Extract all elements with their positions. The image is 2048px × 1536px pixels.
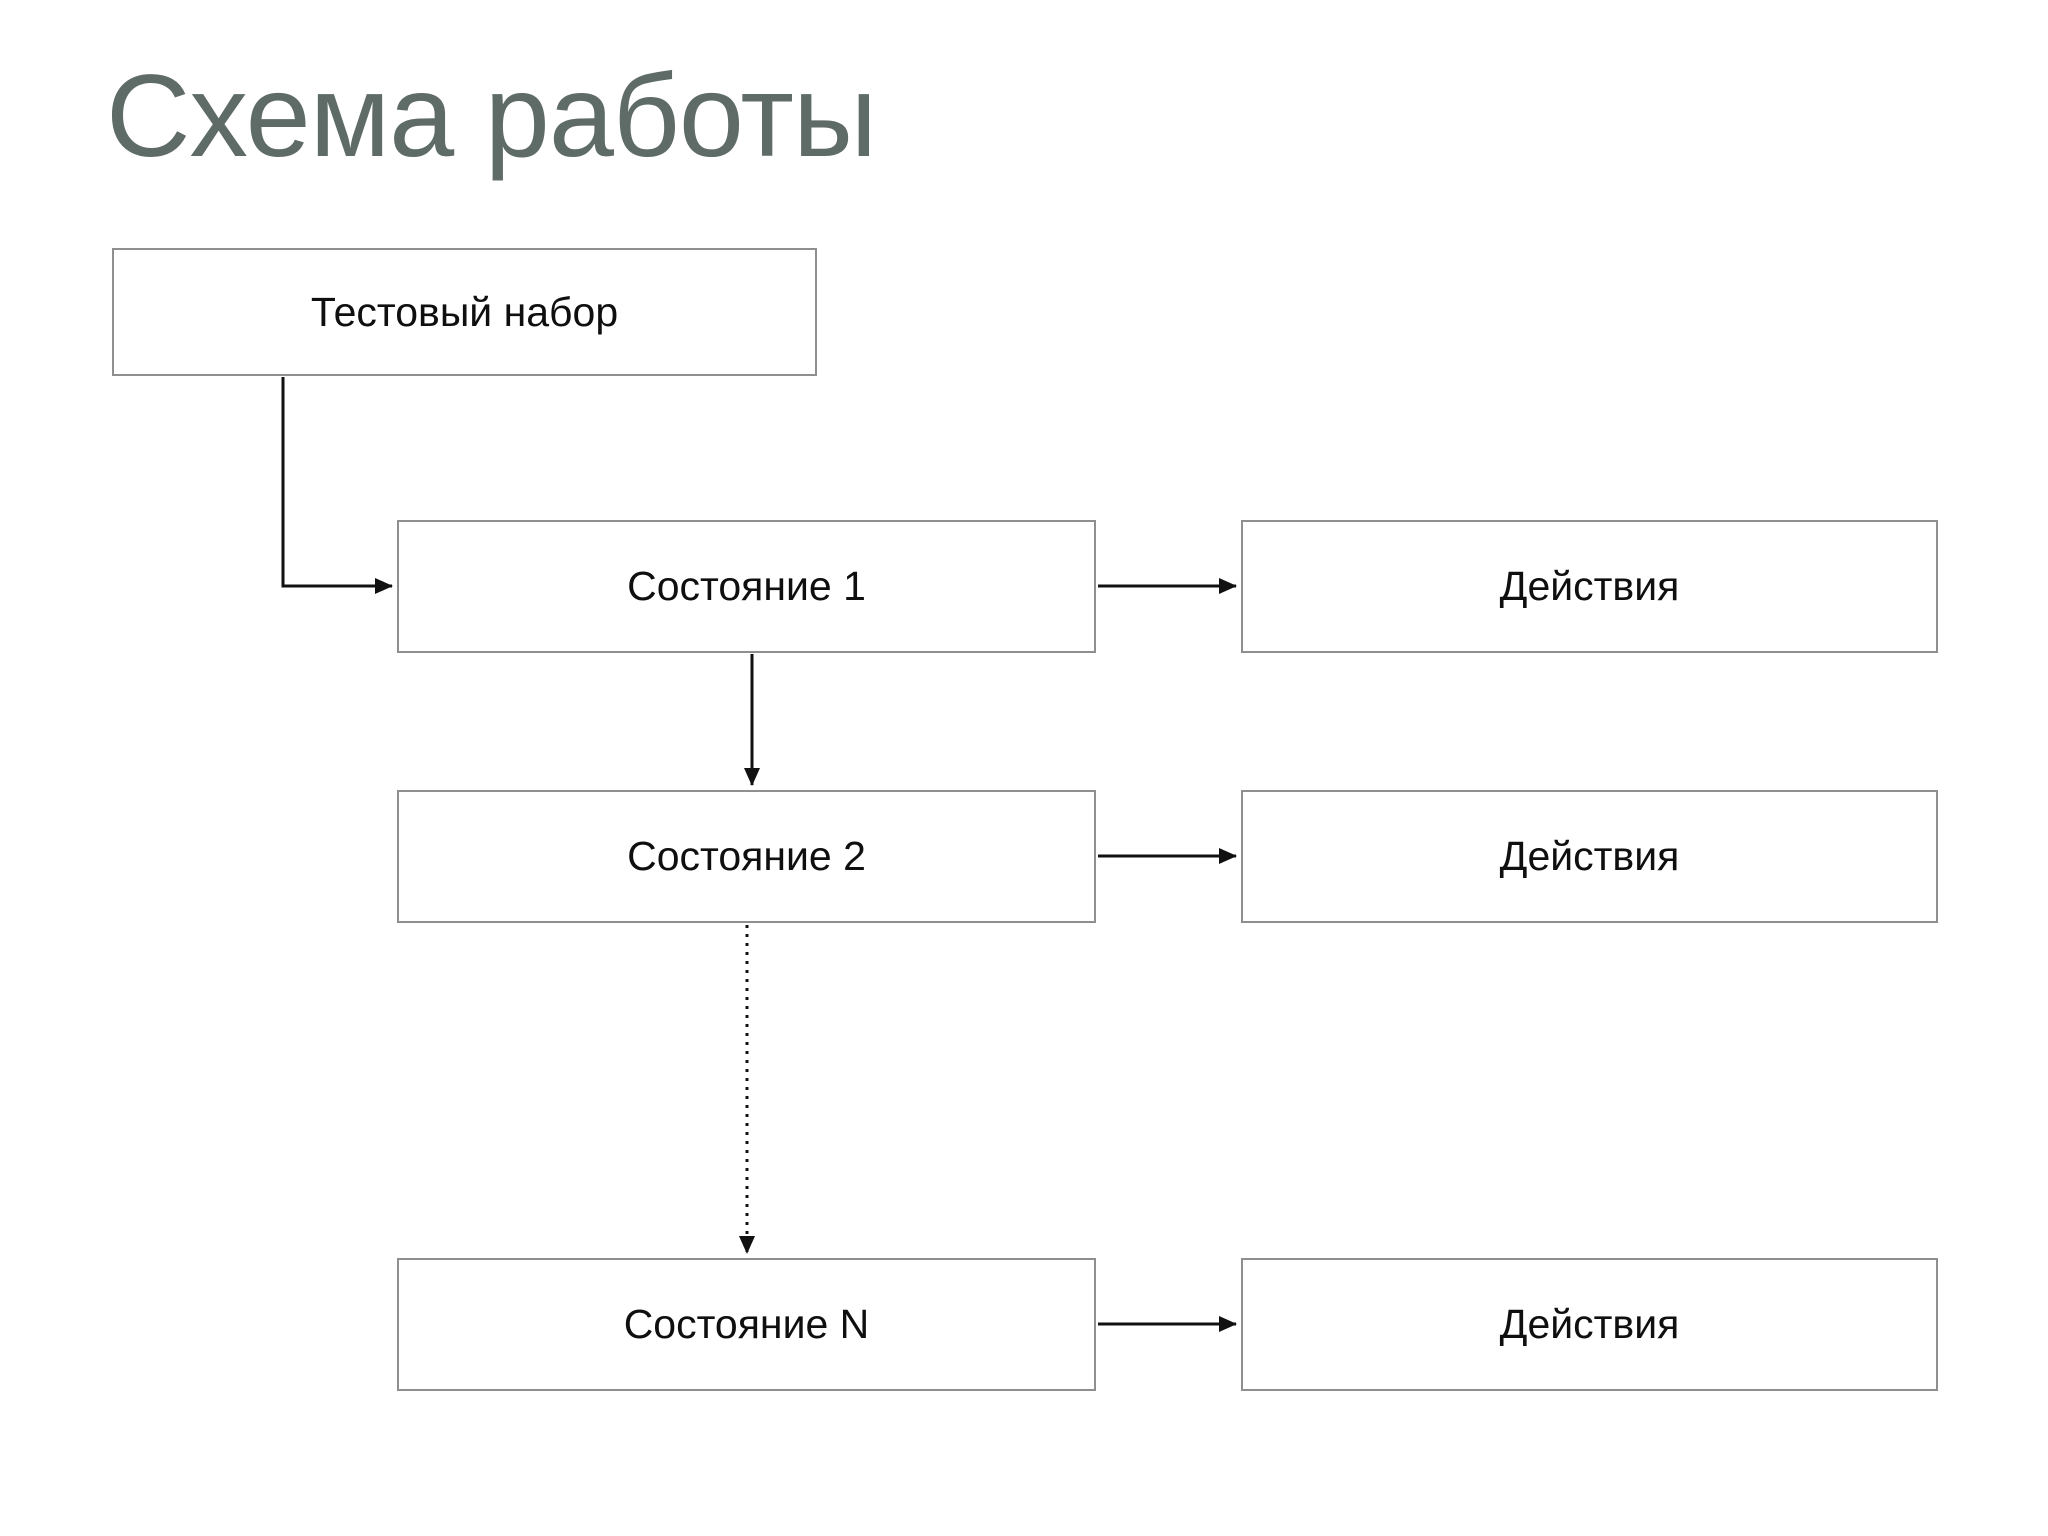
node-state-1-label: Состояние 1 [627,563,866,609]
node-test-set: Тестовый набор [112,248,817,376]
node-state-n: Состояние N [397,1258,1096,1391]
node-state-1: Состояние 1 [397,520,1096,653]
node-actions-3-label: Действия [1499,1301,1680,1347]
node-actions-1: Действия [1241,520,1938,653]
node-actions-1-label: Действия [1499,563,1680,609]
edge-test-set-to-state-1 [281,377,393,594]
node-state-2-label: Состояние 2 [627,833,866,879]
node-actions-2-label: Действия [1499,833,1680,879]
node-state-2: Состояние 2 [397,790,1096,923]
node-actions-3: Действия [1241,1258,1938,1391]
node-test-set-label: Тестовый набор [310,288,619,335]
node-state-n-label: Состояние N [623,1301,870,1347]
slide-title: Схема работы [106,50,877,181]
node-actions-2: Действия [1241,790,1938,923]
